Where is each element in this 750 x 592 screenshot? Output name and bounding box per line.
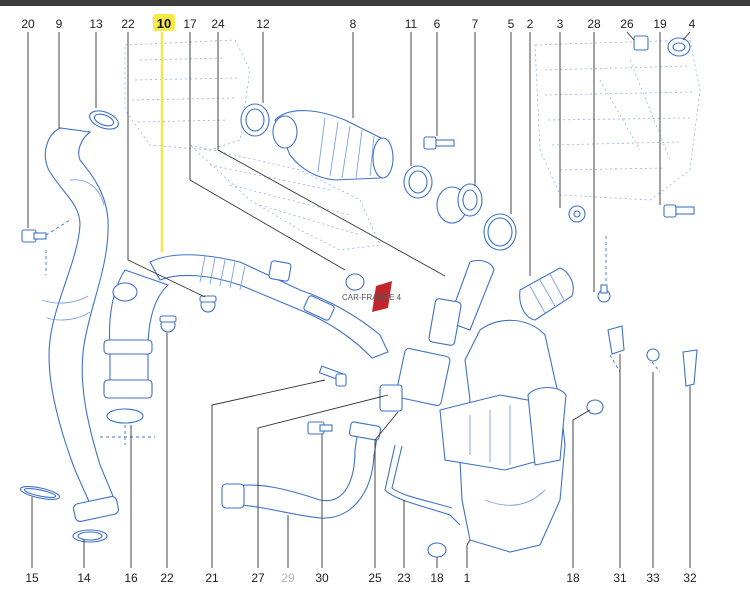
callout-6: 6 <box>434 17 441 31</box>
part-21-bolt <box>318 365 347 387</box>
callout-8: 8 <box>350 17 357 31</box>
part-2-coupling-hose <box>519 267 574 321</box>
part-30-sensor <box>307 421 333 435</box>
callout-20: 20 <box>21 17 35 31</box>
part-20-bolt <box>21 229 47 243</box>
callout-12: 12 <box>256 17 270 31</box>
part-14-gasket <box>72 529 108 543</box>
callout-29-dimmed: 29 <box>281 571 295 585</box>
part-11-hose-clamp <box>403 165 433 199</box>
part-13-hose-clamp <box>89 110 119 130</box>
callout-23: 23 <box>397 571 411 585</box>
callout-21: 21 <box>205 571 219 585</box>
part-6-bolt <box>423 136 455 150</box>
part-4-grommet <box>667 37 691 57</box>
callout-30: 30 <box>315 571 329 585</box>
watermark-flag-icon <box>372 281 392 312</box>
callout-1: 1 <box>464 571 471 585</box>
callout-13: 13 <box>89 17 103 31</box>
callout-19: 19 <box>653 17 667 31</box>
callout-10-highlighted: 10 <box>157 16 171 31</box>
callout-5: 5 <box>508 17 515 31</box>
part-22-bolt-b <box>159 315 177 333</box>
callout-22: 22 <box>121 17 135 31</box>
callout-24: 24 <box>211 17 225 31</box>
part-17-pipe-end <box>345 273 365 291</box>
part-1-air-box <box>439 319 567 553</box>
callout-22-bottom: 22 <box>160 571 174 585</box>
callout-27: 27 <box>251 571 265 585</box>
part-7-sleeve <box>436 183 483 224</box>
part-18-grommet-a <box>586 399 604 415</box>
callout-7: 7 <box>472 17 479 31</box>
part-29-lower-hose <box>221 421 382 519</box>
part-26-clip <box>633 35 649 51</box>
callout-28: 28 <box>587 17 601 31</box>
part-9-intercooler-hose <box>41 127 120 522</box>
callout-17: 17 <box>183 17 197 31</box>
callout-18-right: 18 <box>566 571 580 585</box>
callout-33: 33 <box>646 571 660 585</box>
part-19-bolt <box>663 204 695 218</box>
callouts-bottom: 15 14 16 22 21 27 29 30 25 23 18 1 18 31… <box>25 571 697 585</box>
highlight-badge <box>153 14 175 31</box>
callout-9: 9 <box>56 17 63 31</box>
callouts-top: 20 9 13 22 10 17 24 12 8 11 6 7 5 2 3 28… <box>21 14 696 31</box>
callout-14: 14 <box>77 571 91 585</box>
leader-lines <box>27 31 691 568</box>
callout-31: 31 <box>613 571 627 585</box>
engine-block-left <box>124 39 381 251</box>
watermark-text: CAR-FRANCE 4 <box>342 293 402 302</box>
callout-4: 4 <box>689 17 696 31</box>
part-16-elbow-pipe <box>103 269 170 424</box>
part-15-o-ring <box>19 486 61 500</box>
part-31-clip <box>607 325 625 355</box>
watermark: CAR-FRANCE 4 <box>342 281 402 312</box>
part-23-bracket <box>384 444 461 526</box>
part-5-o-ring <box>483 213 517 251</box>
callout-11: 11 <box>405 17 418 31</box>
callout-26: 26 <box>620 17 634 31</box>
part-10-charge-pipe <box>149 254 389 359</box>
part-22-bolt-a <box>199 295 217 313</box>
callout-2: 2 <box>527 17 534 31</box>
part-8-air-duct <box>272 109 394 181</box>
part-18-grommet-b <box>427 542 447 558</box>
callout-3: 3 <box>557 17 564 31</box>
callout-32: 32 <box>683 571 697 585</box>
callout-15: 15 <box>25 571 39 585</box>
part-28-bolt <box>597 284 611 303</box>
part-12-hose-clamp <box>240 103 270 137</box>
part-3-nut <box>568 205 586 223</box>
callout-16: 16 <box>124 571 138 585</box>
part-33-nut <box>646 348 660 362</box>
top-bar <box>0 0 750 6</box>
callout-18-left: 18 <box>430 571 444 585</box>
part-25-connector <box>379 259 495 412</box>
engine-block-right <box>534 39 701 201</box>
part-32-clip <box>682 349 698 387</box>
callout-25: 25 <box>368 571 382 585</box>
assembly-lines <box>45 219 661 445</box>
